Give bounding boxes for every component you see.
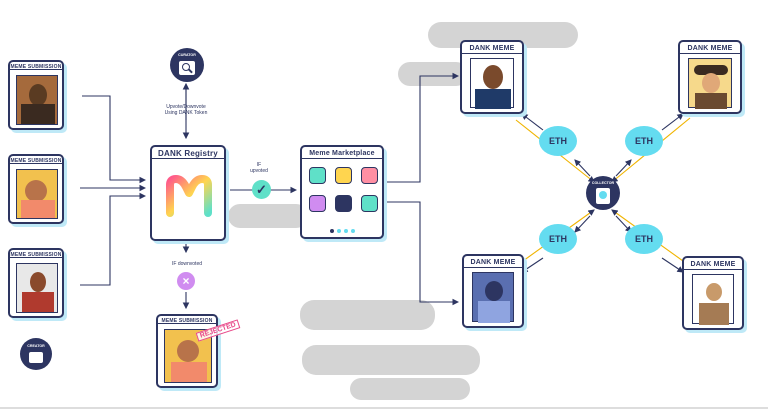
meme-image xyxy=(472,272,514,323)
arrow-sub1-registry xyxy=(82,95,147,184)
page-dot[interactable] xyxy=(351,229,355,233)
market-tile[interactable] xyxy=(309,195,326,212)
cloud-bottom-2 xyxy=(302,345,480,375)
page-dot[interactable] xyxy=(337,229,341,233)
meme-submission-title: MEME SUBMISSION xyxy=(10,158,62,164)
dank-logo-icon xyxy=(166,175,212,217)
if-downvoted-label: IF downvoted xyxy=(171,261,203,267)
eth-bubble-2: ETH xyxy=(625,126,663,156)
meme-submission-card-2[interactable]: MEME SUBMISSION xyxy=(8,154,64,224)
rejected-submission-title: MEME SUBMISSION xyxy=(158,316,216,324)
market-tile[interactable] xyxy=(335,167,352,184)
arrow-collector-eth3 xyxy=(574,215,591,233)
market-tile[interactable] xyxy=(361,195,378,212)
meme-submission-card-3[interactable]: MEME SUBMISSION xyxy=(8,248,64,318)
meme-marketplace-card[interactable]: Meme Marketplace xyxy=(300,145,384,239)
curator-label: CURATOR xyxy=(178,53,196,57)
if-upvoted-label: IF upvoted xyxy=(250,162,268,174)
meme-submission-title: MEME SUBMISSION xyxy=(10,252,62,258)
market-tile[interactable] xyxy=(335,195,352,212)
cloud-bottom-3 xyxy=(350,378,470,400)
eth-bubble-4: ETH xyxy=(625,224,663,254)
pagination-dots xyxy=(330,229,360,234)
document-icon xyxy=(29,352,43,363)
meme-image xyxy=(16,75,58,125)
meme-submission-title: MEME SUBMISSION xyxy=(10,64,62,70)
meme-image xyxy=(164,329,212,383)
collector-badge: COLLECTOR xyxy=(586,176,620,210)
search-icon xyxy=(179,61,195,75)
registry-title: DANK Registry xyxy=(152,147,224,159)
dank-registry-card[interactable]: DANK Registry xyxy=(150,145,226,241)
arrow-eth1-meme xyxy=(521,113,544,131)
marketplace-title: Meme Marketplace xyxy=(302,147,382,159)
dank-meme-title: DANK MEME xyxy=(680,42,740,54)
meme-image xyxy=(16,169,58,219)
meme-image xyxy=(692,274,734,325)
arrow-eth4-meme xyxy=(661,257,684,273)
arrow-eth3-meme xyxy=(521,257,544,273)
eth-bubble-3: ETH xyxy=(539,224,577,254)
dank-meme-card-1[interactable]: DANK MEME xyxy=(460,40,524,114)
market-tile[interactable] xyxy=(361,167,378,184)
arrow-eth2-meme xyxy=(661,113,684,131)
rejected-submission-card[interactable]: MEME SUBMISSION xyxy=(156,314,218,388)
cloud-bottom xyxy=(300,300,435,330)
meme-submission-card-1[interactable]: MEME SUBMISSION xyxy=(8,60,64,130)
arrow-market-bottom xyxy=(386,201,460,306)
dank-meme-title: DANK MEME xyxy=(684,258,742,270)
dank-meme-title: DANK MEME xyxy=(464,256,522,268)
meme-image xyxy=(688,58,732,109)
dank-meme-card-4[interactable]: DANK MEME xyxy=(682,256,744,330)
curator-badge: CURATOR xyxy=(170,48,204,82)
award-icon xyxy=(596,188,610,204)
collector-label: COLLECTOR xyxy=(591,181,615,185)
market-tile[interactable] xyxy=(309,167,326,184)
arrow-collector-eth1 xyxy=(574,159,591,177)
arrow-sub3-registry xyxy=(80,192,147,286)
close-icon: × xyxy=(177,272,195,290)
meme-image xyxy=(470,58,514,109)
curator-note: Upvote/Downvote Using DANK Token xyxy=(164,104,208,116)
arrow-collector-eth2 xyxy=(615,159,632,177)
cloud-middle xyxy=(228,204,308,228)
check-icon: ✓ xyxy=(252,180,271,199)
eth-bubble-1: ETH xyxy=(539,126,577,156)
dank-meme-card-2[interactable]: DANK MEME xyxy=(678,40,742,114)
page-dot[interactable] xyxy=(344,229,348,233)
creator-label: CREATOR xyxy=(27,344,45,348)
page-dot[interactable] xyxy=(330,229,334,233)
dank-meme-title: DANK MEME xyxy=(462,42,522,54)
creator-badge: CREATOR xyxy=(20,338,52,370)
dank-meme-card-3[interactable]: DANK MEME xyxy=(462,254,524,328)
meme-image xyxy=(16,263,58,313)
arrow-market-top xyxy=(386,72,460,183)
